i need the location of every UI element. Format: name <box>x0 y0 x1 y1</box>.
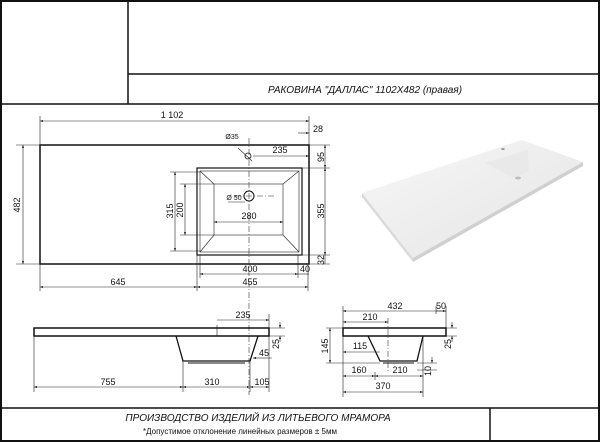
footer-main: ПРОИЗВОДСТВО ИЗДЕЛИЙ ИЗ ЛИТЬЕВОГО МРАМОР… <box>125 411 391 424</box>
dim-faucet-hole: Ø35 <box>225 134 238 141</box>
dim-bowl-offset: 115 <box>353 341 367 351</box>
dim-overall: 370 <box>375 381 390 391</box>
side-section-view <box>326 306 457 397</box>
front-dimensions: 235 25 45 755 310 105 <box>100 310 281 387</box>
dim-center-offset: 210 <box>362 312 377 322</box>
dim-bowl-width: 310 <box>204 377 219 387</box>
faucet-hole-icon <box>244 152 252 160</box>
dim-width: 1 102 <box>161 110 184 120</box>
dim-side-slab-thickness: 25 <box>443 339 453 349</box>
dim-bowl-bottom-depth: 200 <box>175 202 185 217</box>
sink-3d-render <box>362 140 583 262</box>
dim-back-margin: 50 <box>436 301 446 311</box>
dim-basin-bottom-margin: 32 <box>316 255 326 265</box>
dim-bowl-bottom-width: 280 <box>241 211 256 221</box>
dim-basin-top-margin: 95 <box>316 152 326 162</box>
dim-basin-side-margin: 40 <box>300 264 310 274</box>
dim-right-offset: 28 <box>313 124 323 134</box>
dim-total-height: 145 <box>320 338 330 353</box>
dim-right-margin: 105 <box>254 377 269 387</box>
dim-center-to-edge: 235 <box>235 310 250 320</box>
dim-left-length: 755 <box>100 377 115 387</box>
plan-dimensions: 1 102 28 482 Ø35 235 95 355 32 315 200 Ø… <box>12 110 326 287</box>
footer-note: *Допустимое отклонение линейных размеров… <box>143 427 337 436</box>
side-dimensions: 432 50 210 145 115 25 10 160 210 370 <box>320 301 453 391</box>
dim-side-depth: 432 <box>387 301 402 311</box>
dim-side-bowl-width: 210 <box>392 365 407 375</box>
dim-bowl-side: 45 <box>259 348 269 358</box>
dim-basin-inner-depth: 315 <box>165 203 175 218</box>
plan-view <box>16 116 330 395</box>
drawing-title: РАКОВИНА "ДАЛЛАС" 1102X482 (правая) <box>268 85 462 96</box>
dim-bottom-lip: 10 <box>423 366 433 376</box>
dim-basin-outer-width: 455 <box>242 277 257 287</box>
dim-depth: 482 <box>12 197 22 212</box>
dim-drain-hole: Ø 50 <box>226 195 241 202</box>
dim-slab-thickness: 25 <box>271 339 281 349</box>
dim-basin-outer-depth: 355 <box>316 203 326 218</box>
dim-faucet-to-edge: 235 <box>272 145 287 155</box>
dim-front-offset: 160 <box>351 365 366 375</box>
dim-left-counter: 645 <box>110 277 125 287</box>
front-section-view <box>33 314 285 392</box>
dim-basin-inner-width: 400 <box>242 264 257 274</box>
